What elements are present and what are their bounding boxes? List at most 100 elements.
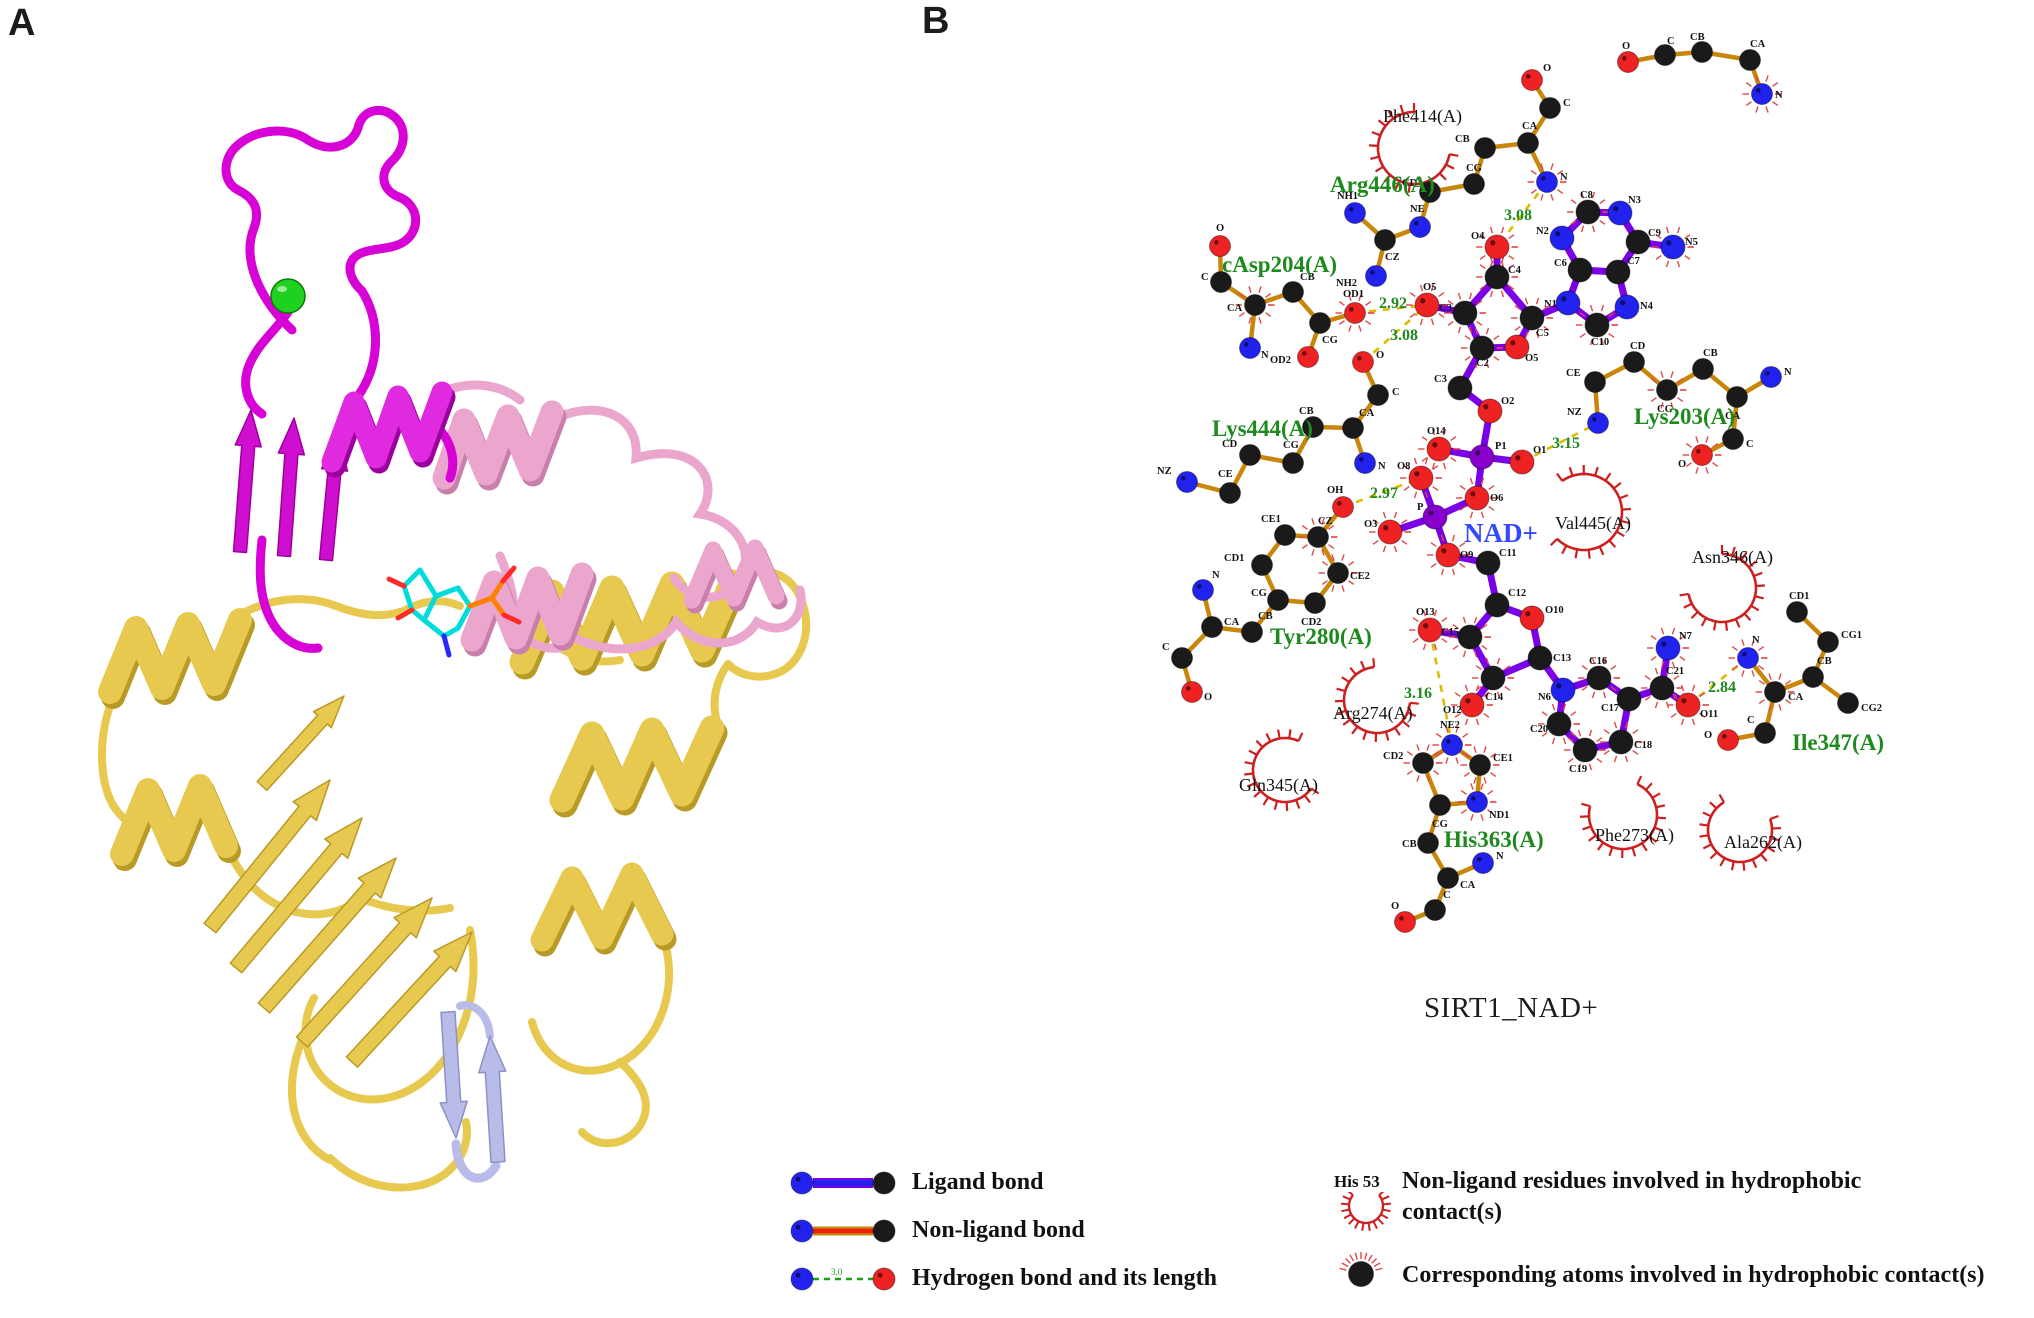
spike — [1550, 194, 1554, 201]
spike — [1557, 189, 1564, 195]
ligand-stick — [441, 585, 473, 639]
spike — [1416, 744, 1420, 751]
ligand-sticks — [386, 565, 522, 658]
atom-spikes — [1318, 554, 1358, 592]
spike — [1454, 712, 1461, 718]
atom-highlight — [1681, 698, 1687, 704]
arc-tick — [1372, 658, 1376, 668]
atom — [1587, 412, 1609, 434]
atom-label: O5 — [1525, 353, 1538, 364]
spike — [1650, 377, 1657, 383]
spike — [1772, 81, 1779, 87]
arc-tick — [1367, 1222, 1371, 1231]
spike — [1624, 721, 1629, 729]
spike — [1459, 562, 1466, 568]
spike — [1751, 639, 1755, 646]
spike — [1430, 284, 1435, 292]
arc-tick — [1343, 1213, 1352, 1220]
atom — [1282, 281, 1304, 303]
spike — [1650, 397, 1657, 403]
arc-tick — [1342, 718, 1352, 726]
spike — [1452, 644, 1459, 650]
beta-strand-arrow — [203, 779, 331, 934]
atom-highlight — [1756, 88, 1761, 93]
spike — [1460, 809, 1467, 815]
beta-strand-arrow — [295, 897, 433, 1048]
arc-tick — [1718, 793, 1725, 803]
spike — [1480, 511, 1485, 519]
atom-label: O — [1391, 901, 1399, 912]
atom-label: CB — [1455, 134, 1470, 145]
atom-highlight — [1620, 300, 1626, 306]
arc-tick — [1734, 618, 1741, 628]
atom-label: CB — [1817, 656, 1832, 667]
arc-tick — [1742, 861, 1746, 871]
spike — [1535, 331, 1540, 339]
spike — [1608, 332, 1615, 338]
helix-ribbon — [321, 381, 453, 473]
atom-label: CE1 — [1261, 514, 1281, 525]
beta-strand-arrow — [345, 931, 473, 1068]
spike — [1475, 665, 1482, 671]
spike — [1676, 226, 1681, 234]
atom-label: ND1 — [1489, 810, 1509, 821]
atom-spikes — [1742, 75, 1782, 113]
spike — [1265, 292, 1272, 298]
spike — [1660, 661, 1665, 669]
atom — [1649, 675, 1675, 701]
ligand-name-label: NAD+ — [1464, 518, 1538, 548]
spike — [1328, 524, 1335, 530]
arc-tick — [1407, 183, 1411, 193]
spike — [1514, 325, 1521, 331]
atom — [1617, 51, 1639, 73]
spike — [1457, 326, 1462, 334]
residue-label-green: Lys203(A) — [1634, 404, 1735, 429]
spike — [1321, 560, 1328, 566]
spike — [1485, 327, 1490, 335]
atom-label: N — [1261, 350, 1269, 361]
arc-tick — [1303, 794, 1311, 804]
spike — [1524, 297, 1529, 305]
spike — [1695, 436, 1699, 443]
spike — [1660, 627, 1665, 635]
atom-spikes — [1298, 518, 1338, 556]
spike — [1500, 226, 1505, 234]
atom-spikes — [1427, 534, 1469, 576]
arc-tick — [1730, 861, 1735, 871]
atom — [1424, 899, 1446, 921]
atom-spikes — [1339, 1252, 1383, 1271]
spike — [1375, 1267, 1383, 1271]
arc-line — [1687, 552, 1758, 624]
arc-tick — [1549, 538, 1558, 547]
spike — [1543, 325, 1550, 331]
spike — [1483, 777, 1487, 784]
spike — [1248, 317, 1252, 324]
spike — [1655, 234, 1662, 240]
atom-label: N3 — [1628, 195, 1641, 206]
ligand-stick — [489, 595, 507, 618]
spike — [1487, 789, 1494, 795]
atom — [1517, 132, 1539, 154]
spike — [1445, 757, 1449, 764]
atom-label: CG — [1322, 335, 1338, 346]
arc-tick — [1750, 604, 1760, 612]
arc-tick — [1587, 834, 1597, 842]
spike — [1473, 650, 1478, 658]
atom-label: N — [1784, 367, 1792, 378]
spike — [1451, 534, 1456, 542]
panel-a-label: A — [8, 2, 36, 44]
atom-spikes — [1335, 294, 1375, 332]
spike — [1596, 757, 1603, 763]
spike — [1508, 234, 1515, 240]
spike — [1508, 284, 1515, 290]
spike — [1610, 685, 1617, 691]
spike — [1500, 260, 1505, 268]
spike — [1480, 814, 1484, 821]
atom-label: C14 — [1485, 692, 1504, 703]
atom — [1575, 199, 1601, 225]
spike — [1464, 718, 1469, 726]
spike — [1301, 544, 1308, 550]
arc-tick — [1766, 846, 1776, 853]
ribbon-loop — [255, 535, 323, 653]
atom — [1244, 294, 1266, 316]
